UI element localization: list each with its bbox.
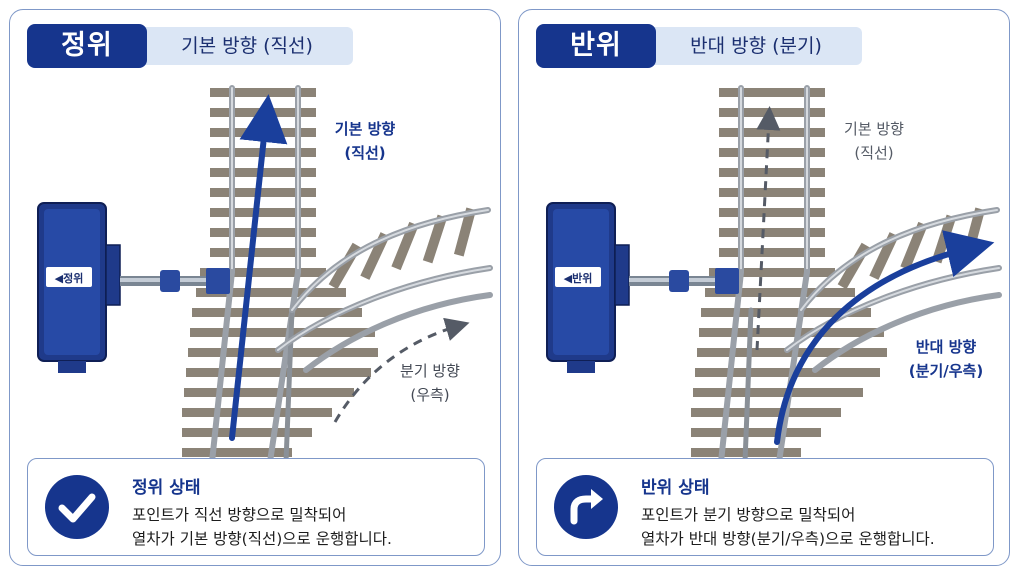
straight-direction-arrow [755,106,781,351]
point-machine: ◀정위 [37,202,230,373]
branch-label-line1: 분기 방향 [400,362,460,380]
normal-position-badge: 정위 [27,24,147,68]
machine-position-label: ◀정위 [55,271,84,285]
reverse-status-line2: 열차가 반대 방향(분기/우측)으로 운행합니다. [641,530,935,548]
normal-track-diagram: ◀정위 기본 방향 (직선) 분기 방향 (우측) [37,85,493,465]
reverse-position-panel: ◀반위 기본 방향 (직선) 반대 방향 (분기/우측) 반위 반대 방향 (분… [518,9,1010,566]
normal-status-line2: 열차가 기본 방향(직선)으로 운행합니다. [132,530,392,548]
branch-label-line2: (우측) [410,386,449,404]
track-rails [209,85,493,465]
branch-label-line1: 반대 방향 [916,338,977,356]
branch-direction-arrow [774,230,995,445]
track-rails [718,85,1002,465]
straight-label-line2: (직선) [854,144,893,162]
normal-status-title: 정위 상태 [132,478,201,498]
reverse-status-title: 반위 상태 [641,478,710,498]
check-icon [45,475,109,539]
normal-status-box: 정위 상태 포인트가 직선 방향으로 밀착되어 열차가 기본 방향(직선)으로 … [27,458,485,556]
straight-label-line2: (직선) [344,144,385,162]
reverse-position-subtitle: 반대 방향 (분기) [632,27,862,65]
normal-position-subtitle: 기본 방향 (직선) [123,27,353,65]
reverse-status-line1: 포인트가 분기 방향으로 밀착되어 [641,506,856,524]
turn-right-arrow-icon [554,475,618,539]
straight-label-line1: 기본 방향 [335,120,396,138]
normal-position-panel: ◀정위 기본 방향 (직선) 분기 방향 (우측) 정위 기본 방향 (직선) … [9,9,501,566]
reverse-position-badge: 반위 [536,24,656,68]
reverse-status-box: 반위 상태 포인트가 분기 방향으로 밀착되어 열차가 반대 방향(분기/우측)… [536,458,994,556]
normal-status-line1: 포인트가 직선 방향으로 밀착되어 [132,506,347,524]
reverse-track-diagram: ◀반위 기본 방향 (직선) 반대 방향 (분기/우측) [546,85,1002,465]
branch-label-line2: (분기/우측) [909,362,983,380]
branch-direction-arrow [333,317,470,423]
straight-direction-arrow [229,94,288,441]
straight-label-line1: 기본 방향 [844,120,904,138]
point-machine: ◀반위 [546,202,739,373]
track-ties [691,88,986,457]
machine-position-label: ◀반위 [564,271,593,285]
